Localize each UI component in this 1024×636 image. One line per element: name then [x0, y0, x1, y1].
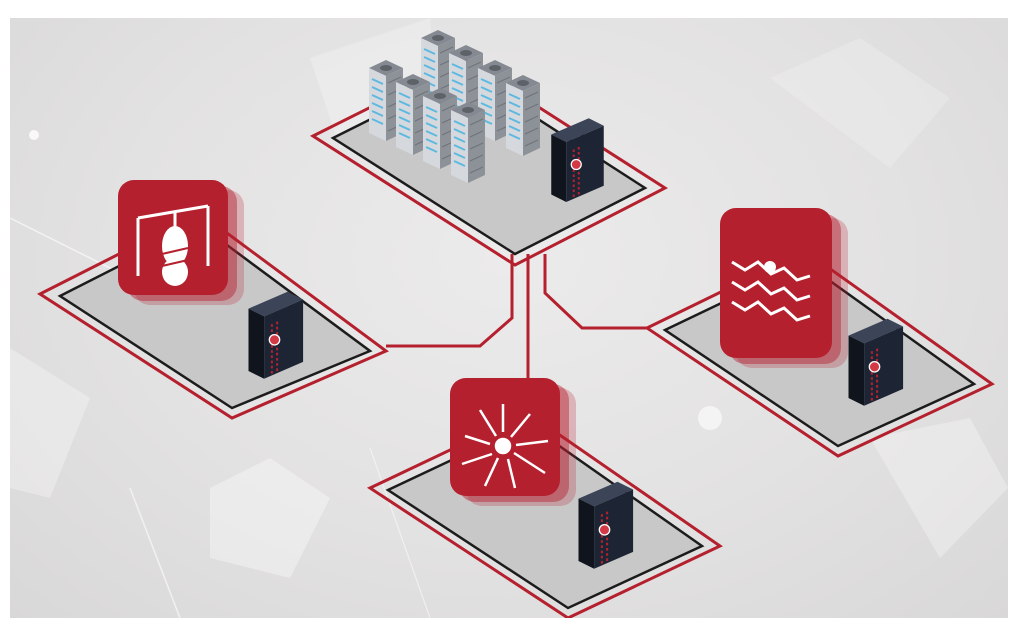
site-flood [643, 208, 995, 458]
link-to-explosion-site [386, 254, 514, 348]
network-diagram [10, 18, 1008, 618]
background-decoration [10, 18, 1008, 618]
site-impact [366, 378, 723, 618]
site-explosion [36, 180, 389, 420]
network-links [386, 254, 647, 390]
diagram-canvas [10, 18, 1008, 618]
burst-icon [461, 404, 549, 489]
link-to-flood-site [543, 254, 647, 330]
water-waves-icon [731, 260, 811, 322]
explosion-hazard-tile [118, 180, 244, 305]
gas-cylinder-icon [136, 204, 210, 286]
flood-hazard-tile [720, 208, 848, 368]
impact-hazard-tile [450, 378, 576, 506]
